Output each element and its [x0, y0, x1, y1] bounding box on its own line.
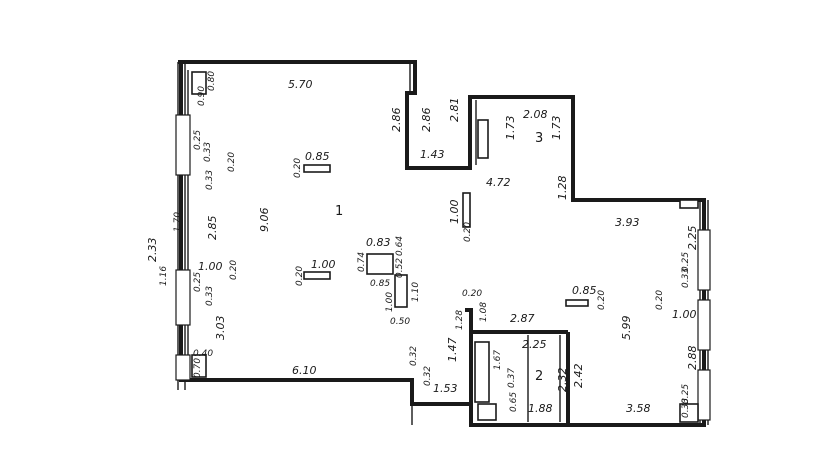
dim-label: 0.33	[205, 170, 215, 190]
window-right-1	[697, 229, 711, 291]
beam-4	[565, 299, 589, 307]
dim-label: 6.10	[292, 364, 317, 377]
dim-label: 0.32	[409, 346, 419, 366]
dim-label: 1.43	[420, 148, 445, 161]
dim-label: 0.74	[357, 252, 367, 272]
dim-label: 0.20	[293, 158, 303, 178]
dim-label: 0.20	[463, 222, 473, 242]
dim-label: 2.32	[556, 368, 569, 393]
dim-label: 2.33	[146, 238, 159, 263]
beam-2	[303, 271, 331, 280]
window-right-3	[697, 369, 711, 421]
dim-label: 0.25	[681, 384, 691, 404]
beam-1	[303, 164, 331, 173]
dim-label: 3.58	[626, 402, 651, 415]
dim-label: 2.25	[686, 226, 699, 251]
dim-label: 0.32	[423, 366, 433, 386]
dim-label: 0.40	[193, 349, 213, 359]
window-left-3	[175, 354, 191, 381]
dim-label: 0.64	[395, 236, 405, 256]
dim-label: 4.72	[486, 176, 511, 189]
dim-label: 3.93	[615, 216, 640, 229]
dim-label: 0.85	[370, 279, 390, 289]
dim-label: 1.28	[455, 310, 465, 330]
dim-label: 0.85	[305, 150, 330, 163]
outer-wall	[178, 60, 706, 427]
dim-label: 2.81	[448, 98, 461, 123]
column-top-left	[191, 71, 207, 95]
column-bottom-right	[679, 403, 699, 423]
dim-label: 1.00	[198, 260, 223, 273]
dim-label: 0.20	[597, 290, 607, 310]
dim-label: 0.20	[295, 266, 305, 286]
dim-label: 1.16	[159, 266, 169, 286]
dim-label: 1.47	[446, 338, 459, 363]
column-bottom-left	[191, 354, 207, 378]
dim-label: 2.88	[686, 346, 699, 371]
dim-label: 0.20	[655, 290, 665, 310]
dim-label: 0.65	[509, 392, 519, 412]
beam-3	[462, 192, 471, 228]
shaft-2	[394, 274, 408, 308]
dim-label: 1.70	[173, 212, 183, 232]
dim-label: 5.99	[620, 316, 633, 341]
dim-label: 0.25	[193, 130, 203, 150]
dim-label: 0.33	[681, 268, 691, 288]
dim-label: 1.00	[448, 200, 461, 225]
dim-label: 2.85	[206, 216, 219, 241]
riser-room-3	[477, 119, 489, 159]
dim-label: 2.25	[522, 338, 547, 351]
dim-label: 1.10	[411, 282, 421, 302]
room-label-1: 1	[335, 204, 343, 219]
riser-room-2	[474, 341, 490, 403]
dim-label: 0.37	[507, 368, 517, 388]
window-left-2	[175, 269, 191, 326]
dim-label: 0.33	[681, 398, 691, 418]
dim-label: 1.08	[479, 302, 489, 322]
dim-label: 0.80	[207, 71, 217, 91]
room-label-3: 3	[535, 131, 543, 146]
dim-label: 1.00	[672, 308, 697, 321]
dim-label: 0.33	[205, 286, 215, 306]
dim-label: 0.20	[229, 260, 239, 280]
dim-label: 0.25	[681, 252, 691, 272]
dim-label: 1.53	[433, 382, 458, 395]
dim-label: 2.86	[420, 108, 433, 133]
column-bottom-mid	[477, 403, 497, 421]
dim-label: 0.33	[203, 142, 213, 162]
dim-label: 2.08	[523, 108, 548, 121]
dim-label: 1.00	[311, 258, 336, 271]
dim-label: 0.70	[193, 358, 203, 378]
window-right-2	[697, 299, 711, 351]
dim-label: 5.70	[288, 78, 313, 91]
column-right-top	[679, 199, 699, 209]
dim-label: 0.85	[572, 284, 597, 297]
dim-label: 1.67	[493, 350, 503, 370]
dim-label: 0.25	[193, 272, 203, 292]
dim-label: 3.03	[214, 316, 227, 341]
dim-label: 0.52	[395, 258, 405, 278]
dim-label: 0.20	[227, 152, 237, 172]
dim-label: 1.73	[504, 116, 517, 141]
dim-label: 0.50	[390, 317, 410, 327]
dim-label: 1.28	[556, 176, 569, 201]
dim-label: 2.86	[390, 108, 403, 133]
dim-label: 1.88	[528, 402, 553, 415]
dim-label: 0.83	[366, 236, 391, 249]
dim-label: 0.20	[462, 289, 482, 299]
shaft-1	[366, 253, 394, 275]
window-left-1	[175, 114, 191, 176]
dim-label: 1.73	[550, 116, 563, 141]
dim-label: 1.00	[385, 292, 395, 312]
dim-label: 0.90	[197, 86, 207, 106]
room-label-2: 2	[535, 369, 543, 384]
dim-label: 2.87	[510, 312, 535, 325]
dim-label: 9.06	[258, 208, 271, 233]
dim-label: 2.42	[572, 364, 585, 389]
